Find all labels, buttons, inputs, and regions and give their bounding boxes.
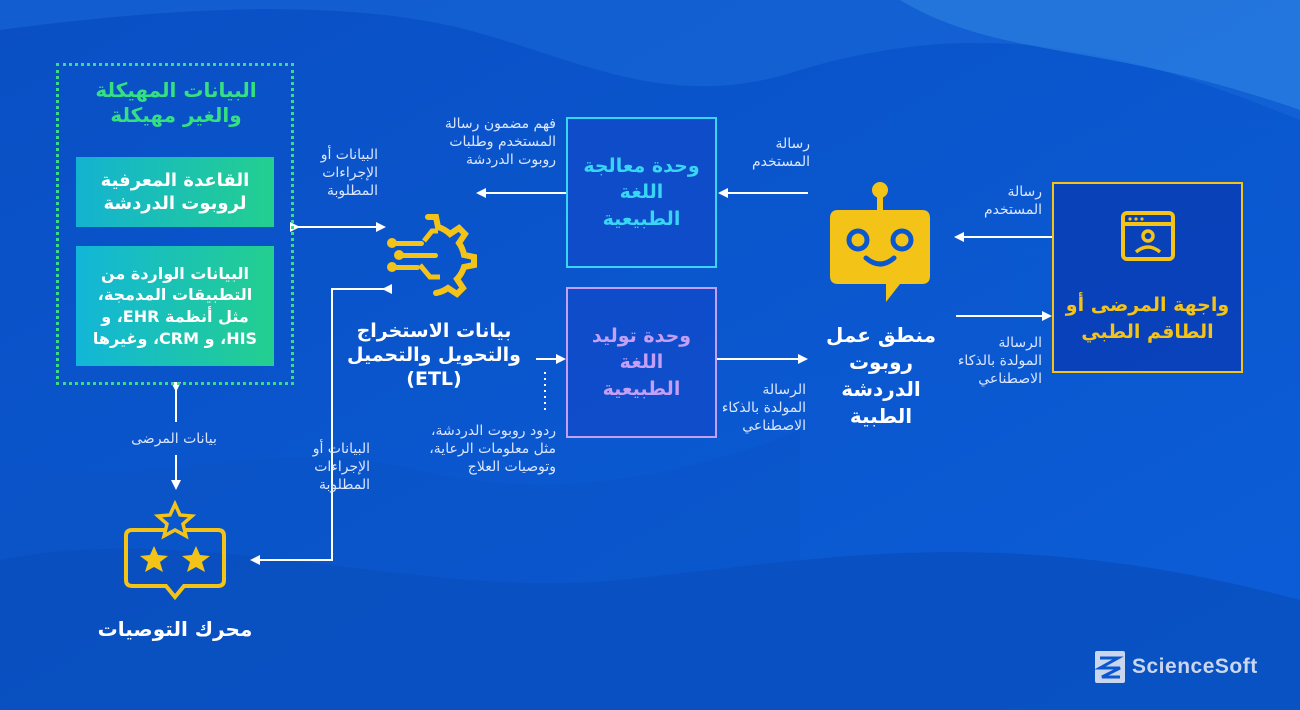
- gear-circuit-icon: [387, 214, 477, 298]
- edge-label-user-message-nlp: رسالة المستخدم: [751, 136, 810, 171]
- nlp-module-label: وحدة معالجة اللغة الطبيعية: [583, 154, 700, 230]
- sciencesoft-logo-icon: [1094, 651, 1125, 683]
- edge-label-patient-data: بيانات المرضى: [131, 431, 217, 447]
- ui-box: واجهة المرضى أو الطاقم الطبي: [1052, 182, 1243, 373]
- edge-label-data-procedures-bottom: البيانات أو الإجراءات المطلوبة: [312, 441, 370, 494]
- sciencesoft-logo: ScienceSoft: [1094, 650, 1258, 684]
- edge-label-data-procedures-top: البيانات أو الإجراءات المطلوبة: [320, 147, 378, 200]
- edge-label-user-message-ui: رسالة المستخدم: [983, 184, 1042, 219]
- integrated-data-box: البيانات الواردة من التطبيقات المدمجة، م…: [76, 246, 274, 366]
- ui-label: واجهة المرضى أو الطاقم الطبي: [1065, 293, 1230, 343]
- edge-label-ai-message-ui: الرسالة المولدة بالذكاء الاصطناعي: [957, 335, 1042, 388]
- nlg-module-label: وحدة توليد اللغة الطبيعية: [591, 324, 692, 400]
- knowledge-base-box: القاعدة المعرفية لروبوت الدردشة: [76, 157, 274, 227]
- edge-label-bot-replies: ردود روبوت الدردشة، مثل معلومات الرعاية،…: [429, 423, 556, 476]
- edge-label-understand: فهم مضمون رسالة المستخدم وطلبات روبوت ال…: [444, 116, 556, 169]
- stars-rating-icon: [124, 500, 226, 600]
- knowledge-base-label: القاعدة المعرفية لروبوت الدردشة: [100, 169, 250, 214]
- structured-data-title: البيانات المهيكلة والغير مهيكلة: [95, 78, 257, 127]
- structured-data-container: [56, 63, 294, 385]
- recommendation-engine-label: محرك التوصيات: [97, 617, 253, 641]
- robot-icon: [830, 182, 930, 302]
- sciencesoft-logo-text: ScienceSoft: [1132, 655, 1258, 678]
- browser-user-icon: [1120, 210, 1175, 261]
- edge-label-ai-message-nlg: الرسالة المولدة بالذكاء الاصطناعي: [721, 382, 806, 435]
- nlg-module-box: وحدة توليد اللغة الطبيعية: [566, 287, 717, 438]
- etl-label: بيانات الاستخراج والتحويل والتحميل (ETL): [347, 320, 521, 390]
- arrow-etl-recommendation: [250, 284, 392, 565]
- bot-logic-label: منطق عمل روبوت الدردشة الطبية: [826, 323, 936, 428]
- integrated-data-label: البيانات الواردة من التطبيقات المدمجة، م…: [92, 263, 258, 348]
- nlp-module-box: وحدة معالجة اللغة الطبيعية: [566, 117, 717, 268]
